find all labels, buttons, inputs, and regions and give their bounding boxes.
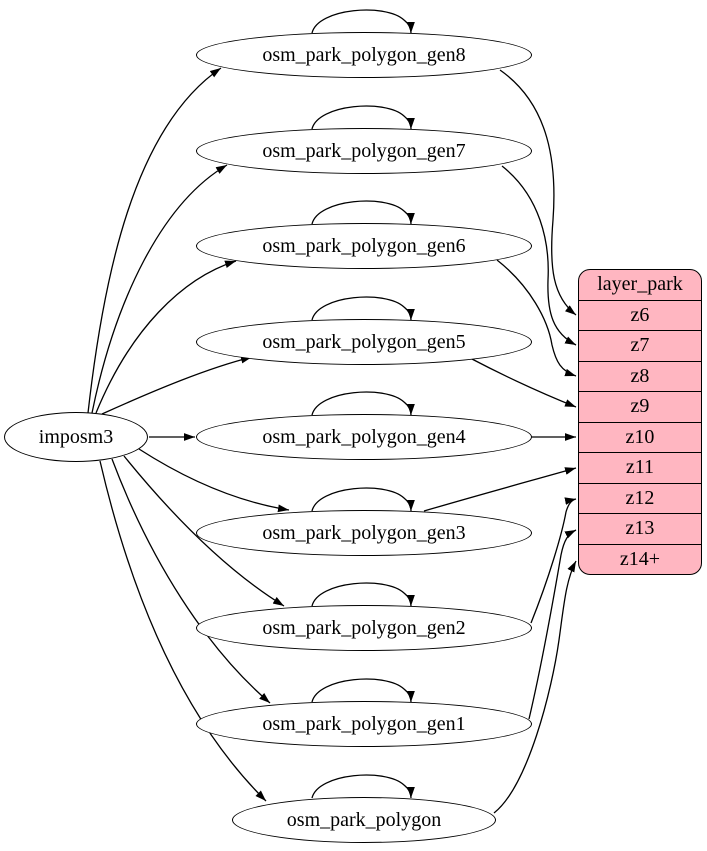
table-node-label: osm_park_polygon_gen8 xyxy=(262,43,466,66)
table-node-label: osm_park_polygon xyxy=(286,808,442,831)
layer-row-z11: z11 xyxy=(579,452,701,483)
table-node-osm-park-polygon-gen6: osm_park_polygon_gen6 xyxy=(196,223,532,269)
edge-gen5-to-z9 xyxy=(469,357,577,408)
table-node-label: osm_park_polygon_gen4 xyxy=(262,425,466,448)
edge-imposm3-to-gen8 xyxy=(87,67,222,414)
table-node-osm-park-polygon-gen5: osm_park_polygon_gen5 xyxy=(196,319,532,365)
generator-node-label: imposm3 xyxy=(38,425,114,448)
self-loop-polygon xyxy=(311,774,415,799)
layer-park-title: layer_park xyxy=(597,273,683,296)
edge-imposm3-to-polygon xyxy=(99,460,267,802)
edge-gen6-to-z8 xyxy=(496,259,577,377)
table-node-label: osm_park_polygon_gen7 xyxy=(262,139,466,162)
self-loop-gen2 xyxy=(311,582,415,607)
layer-row-z14: z14+ xyxy=(579,543,701,575)
layer-row-z7: z7 xyxy=(579,330,701,361)
self-loop-gen6 xyxy=(311,200,415,225)
edge-gen7-to-z7 xyxy=(501,165,577,346)
table-node-label: osm_park_polygon_gen6 xyxy=(262,234,466,257)
generator-node-imposm3: imposm3 xyxy=(4,412,148,462)
edge-gen3-to-z11 xyxy=(423,467,577,512)
table-node-osm-park-polygon: osm_park_polygon xyxy=(232,797,496,843)
layer-row-z9: z9 xyxy=(579,391,701,422)
layer-row-z6: z6 xyxy=(579,299,701,331)
table-node-osm-park-polygon-gen2: osm_park_polygon_gen2 xyxy=(196,605,532,651)
table-node-label: osm_park_polygon_gen1 xyxy=(262,712,466,735)
self-loop-gen3 xyxy=(311,487,415,512)
edge-gen1-to-z13 xyxy=(528,529,577,720)
self-loop-gen8 xyxy=(311,9,415,34)
edge-gen8-to-z6 xyxy=(499,69,577,316)
self-loop-gen7 xyxy=(311,105,415,130)
edge-imposm3-to-gen1 xyxy=(111,458,271,704)
self-loop-gen1 xyxy=(311,678,415,703)
layer-row-z12: z12 xyxy=(579,482,701,514)
edge-imposm3-to-gen2 xyxy=(123,455,285,607)
self-loop-gen5 xyxy=(311,296,415,321)
table-node-osm-park-polygon-gen8: osm_park_polygon_gen8 xyxy=(196,32,532,78)
table-node-label: osm_park_polygon_gen5 xyxy=(262,330,466,353)
edge-imposm3-to-gen7 xyxy=(91,164,228,414)
layer-row-z8: z8 xyxy=(579,360,701,392)
edge-gen2-to-z12 xyxy=(530,497,577,624)
edge-imposm3-to-gen3 xyxy=(138,448,290,513)
table-node-label: osm_park_polygon_gen2 xyxy=(262,616,466,639)
edge-polygon-to-z14 xyxy=(493,560,577,814)
layer-row-z10: z10 xyxy=(579,421,701,453)
table-node-osm-park-polygon-gen1: osm_park_polygon_gen1 xyxy=(196,701,532,747)
layer-park-node: layer_park z6 z7 z8 z9 z10 z11 z12 z13 z… xyxy=(578,269,702,575)
layer-row-z13: z13 xyxy=(579,513,701,544)
table-node-label: osm_park_polygon_gen3 xyxy=(262,521,466,544)
self-loop-gen4 xyxy=(311,391,415,416)
table-node-osm-park-polygon-gen4: osm_park_polygon_gen4 xyxy=(196,414,532,460)
edge-imposm3-to-gen6 xyxy=(95,260,237,414)
table-node-osm-park-polygon-gen3: osm_park_polygon_gen3 xyxy=(196,510,532,556)
edge-imposm3-to-gen5 xyxy=(101,355,253,415)
table-node-osm-park-polygon-gen7: osm_park_polygon_gen7 xyxy=(196,128,532,174)
